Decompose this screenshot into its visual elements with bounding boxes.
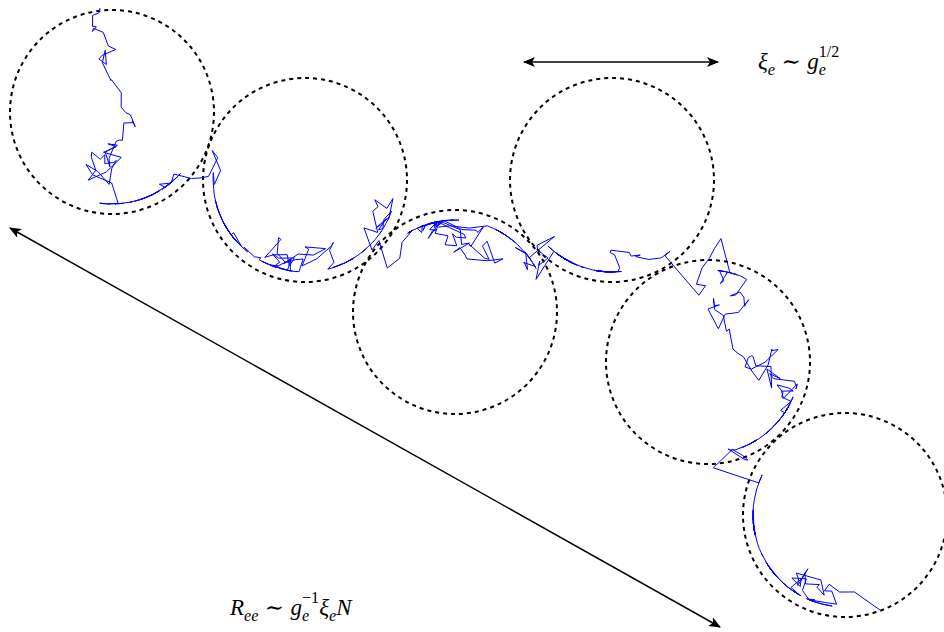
blob-circle	[510, 78, 714, 282]
formula-symbol: ee	[244, 608, 258, 624]
formula-symbol: g	[807, 50, 819, 73]
formula-symbol: ξ	[758, 50, 768, 73]
blob-circle	[606, 260, 810, 464]
formula-symbol: g	[291, 596, 303, 619]
formula-symbol: 1/2	[819, 44, 840, 60]
end-to-end-arrow	[10, 228, 720, 627]
formula-symbol: e	[768, 62, 775, 78]
formula-symbol: ∼	[781, 50, 800, 73]
formula-symbol: e	[302, 608, 309, 624]
formula-symbol: e	[329, 608, 336, 624]
formula-label: Ree∼ge−1ξeN	[230, 590, 352, 624]
random-walk-path	[86, 8, 880, 610]
blob-circle	[203, 78, 407, 282]
polymer-chain	[86, 8, 880, 610]
formula-symbol: e	[819, 62, 826, 78]
blob-circle	[743, 413, 944, 617]
formula-label: ξe∼ge1/2	[758, 44, 839, 78]
formula-symbol: −1	[302, 590, 319, 606]
formula-symbol: ξ	[319, 596, 329, 619]
formula-symbol: ∼	[265, 596, 284, 619]
formula-symbol: N	[336, 596, 351, 619]
formula-symbol: R	[230, 596, 244, 619]
blob-size-arrow	[524, 61, 718, 63]
blob-circles	[10, 10, 944, 617]
